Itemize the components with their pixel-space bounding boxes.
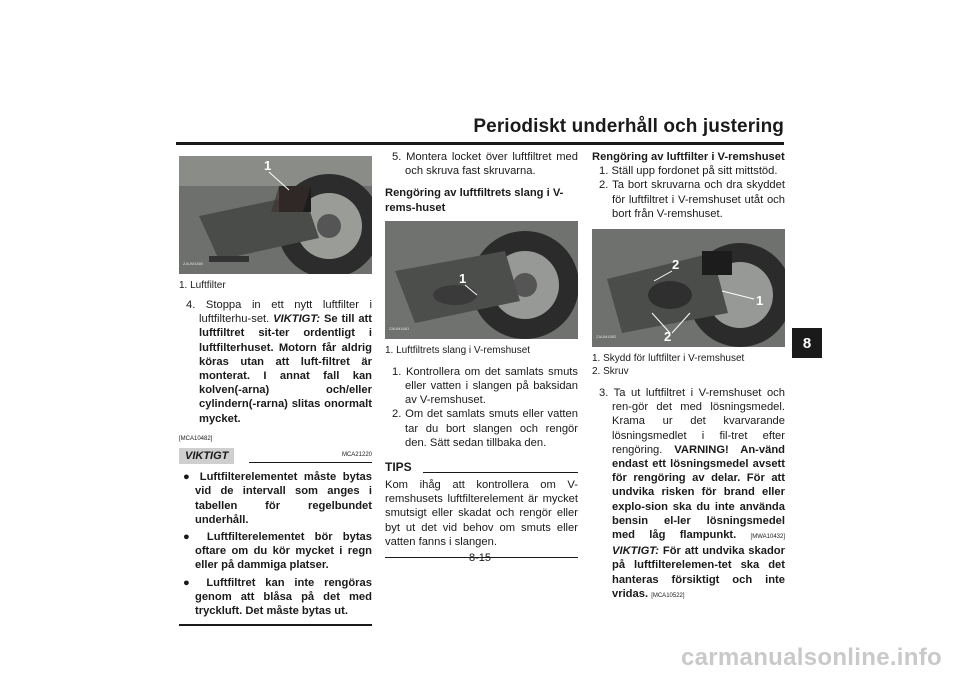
- section-heading: Rengöring av luftfilter i V-remshuset: [592, 151, 785, 163]
- step-4: 4. Stoppa in ett nytt luftfilter i luftf…: [179, 298, 372, 426]
- caption-line: 1. Luftfilter: [179, 280, 226, 291]
- sub-step-2: 2. Ta bort skruvarna och dra skyddet för…: [599, 179, 785, 220]
- column-3: Rengöring av luftfilter i V-remshuset 1.…: [592, 150, 785, 603]
- caption: 1. Skydd för luftfilter i V-remshuset 2.…: [592, 352, 785, 378]
- notice-bullet-3: ● Luftfiltret kan inte rengöras genom at…: [183, 576, 372, 618]
- caption-line: 1. Skydd för luftfilter i V-remshuset: [592, 353, 745, 365]
- bullet-text: Luftfilterelementet bör bytas oftare om …: [195, 531, 372, 572]
- header-rule: [176, 142, 784, 145]
- tips-rule: [423, 472, 578, 474]
- warning-text: VARNING! An-vänd endast ett lösningsmede…: [612, 443, 785, 542]
- watermark: carmanualsonline.info: [680, 644, 942, 671]
- svg-text:1: 1: [264, 158, 271, 173]
- photo-code: ZAUM1880: [183, 260, 204, 266]
- ref-code: [MWA10432]: [750, 534, 785, 541]
- sub-step-1: 1. Ställ upp fordonet på sitt mittstöd.: [599, 165, 778, 178]
- notice-bullet-1: ● Luftfilterelementet måste bytas vid de…: [183, 471, 372, 526]
- sub-step-2: 2. Om det samlats smuts eller vatten tar…: [392, 408, 578, 449]
- step-text: 3. Ta ut luftfiltret i V-remshuset och r…: [599, 387, 785, 456]
- tips-text: Kom ihåg att kontrollera om V-remshusets…: [385, 479, 578, 548]
- warning-text: Se till att luftfiltret sit-ter ordentli…: [199, 313, 373, 425]
- notice-bullet-2: ● Luftfilterelementet bör bytas oftare o…: [183, 531, 372, 572]
- page-number: 8-15: [468, 552, 492, 564]
- svg-text:2: 2: [672, 257, 679, 272]
- warning-label: VIKTIGT:: [273, 313, 321, 326]
- notice-label: VIKTIGT: [179, 448, 235, 465]
- bullet-text: Luftfiltret kan inte rengöras genom att …: [195, 576, 372, 618]
- sub-step-1: 1. Kontrollera om det samlats smuts elle…: [392, 365, 578, 407]
- notice-text: För att undvika skador på luftfilterelem…: [612, 545, 785, 600]
- tips-label: TIPS: [385, 460, 412, 475]
- ref-code: [MCA10522]: [651, 592, 685, 599]
- caption: 1. Luftfiltrets slang i V-remshuset: [385, 344, 578, 357]
- caption-line: 1. Luftfiltrets slang i V-remshuset: [385, 344, 531, 356]
- photo-filter-hose: 1 ZAUM1881: [385, 220, 578, 339]
- photo-belt-cover: 2 1 2 ZAUM1882: [592, 229, 785, 348]
- page-title: Periodiskt underhåll och justering: [473, 116, 784, 137]
- sub-step-3: 3. Ta ut luftfiltret i V-remshuset och r…: [592, 386, 785, 603]
- section-heading: Rengöring av luftfiltrets slang i V-rems…: [385, 187, 564, 214]
- tips-header: TIPS: [385, 460, 578, 478]
- ref-code: [MCA10482]: [179, 435, 213, 442]
- notice-code: MCA21220: [341, 452, 372, 459]
- photo-code: ZAUM1882: [596, 333, 617, 339]
- tips-end-rule: [385, 557, 578, 559]
- notice-label: VIKTIGT:: [612, 545, 660, 558]
- chapter-tab: 8: [792, 328, 822, 358]
- bullet-text: Luftfilterelementet måste bytas vid de i…: [195, 471, 372, 526]
- notice-end-rule: [179, 624, 372, 627]
- notice-header: VIKTIGT: [179, 448, 372, 466]
- svg-text:1: 1: [756, 293, 763, 308]
- notice-rule: [249, 462, 372, 464]
- column-1: 1 ZAUM1880 1. Luftfilter 4. Stoppa in et…: [179, 156, 372, 627]
- svg-text:1: 1: [459, 271, 466, 286]
- column-2: 5. Montera locket över luftfiltret med o…: [385, 150, 578, 559]
- step-text: 4. Stoppa in ett nytt luftfilter i luftf…: [186, 299, 372, 326]
- caption-line: 2. Skruv: [592, 366, 629, 378]
- svg-text:2: 2: [664, 329, 671, 344]
- step-5: 5. Montera locket över luftfiltret med o…: [392, 151, 578, 178]
- photo-air-filter: 1 ZAUM1880: [179, 156, 372, 274]
- photo-code: ZAUM1881: [389, 325, 410, 331]
- caption: 1. Luftfilter: [179, 279, 372, 292]
